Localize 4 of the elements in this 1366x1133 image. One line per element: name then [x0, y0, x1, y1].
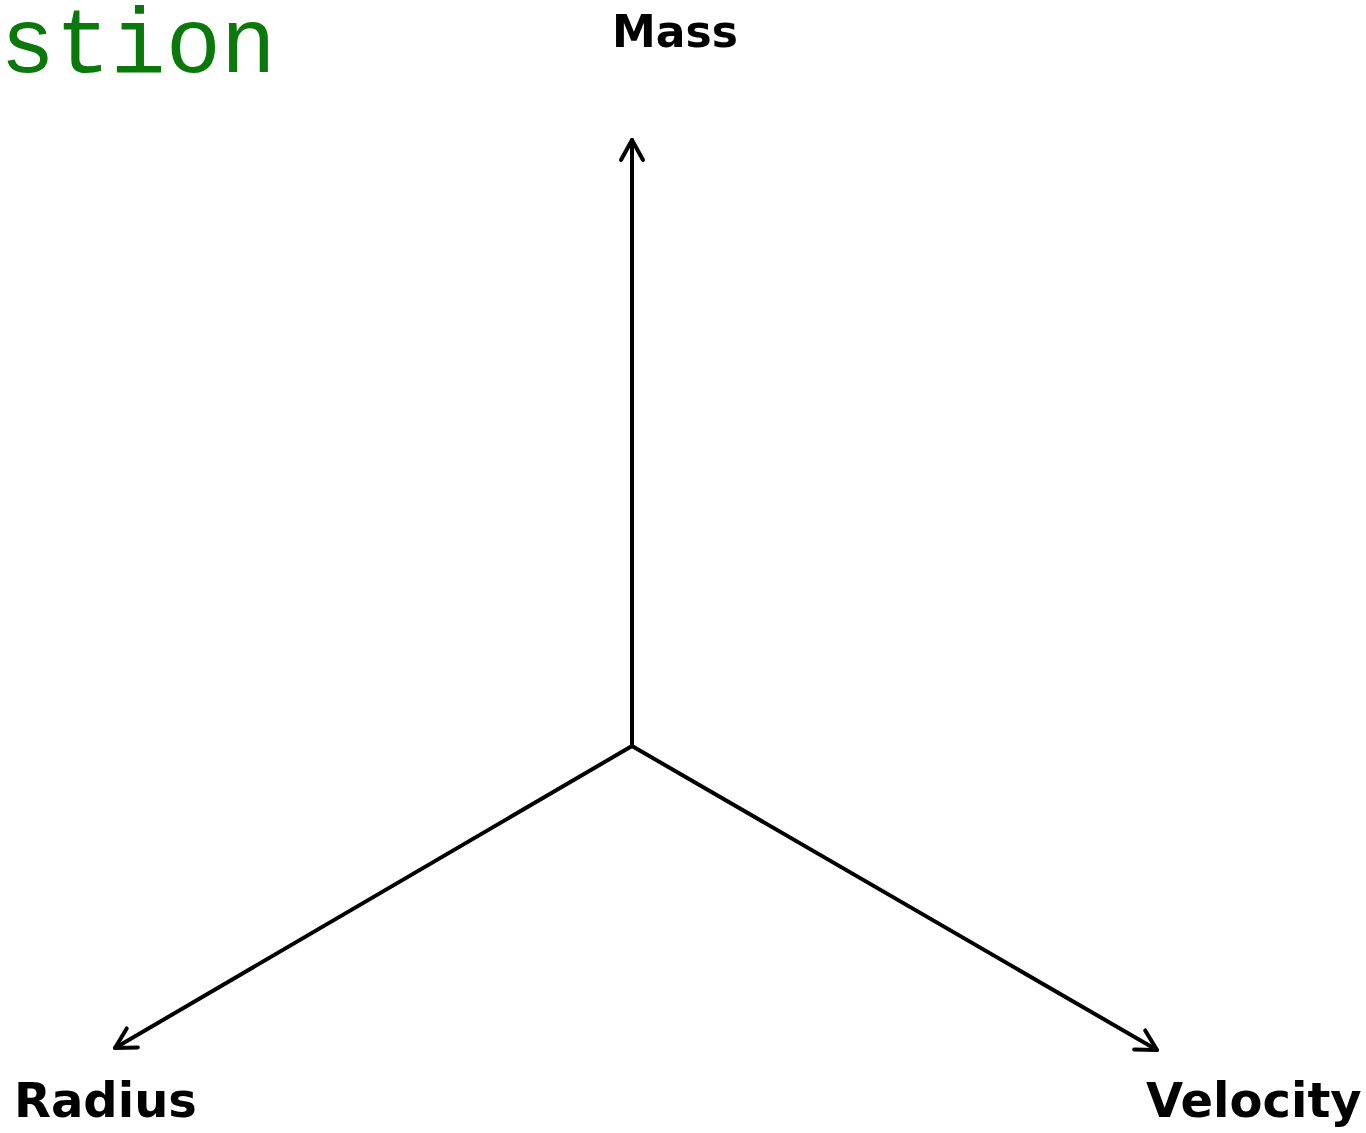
heading: stion	[0, 2, 277, 94]
axis-label: Mass	[612, 5, 738, 59]
axis-label: Velocity	[1146, 1071, 1362, 1130]
axis-label: Radius	[14, 1071, 197, 1130]
